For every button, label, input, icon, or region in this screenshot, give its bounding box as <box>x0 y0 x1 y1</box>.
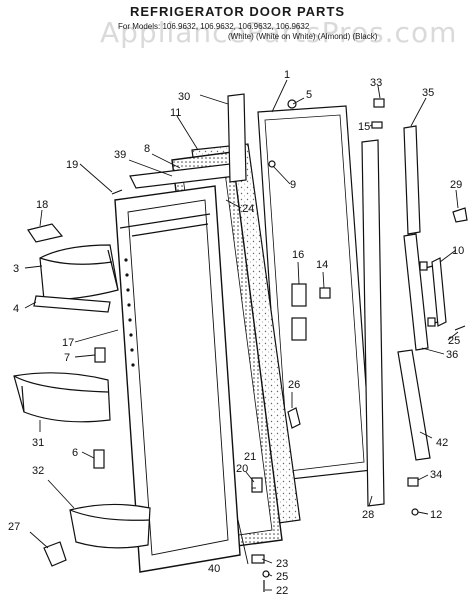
callout-4: 4 <box>13 303 19 315</box>
models-line: For Models: 106.9632, 106.9632, 106.9632… <box>118 22 310 31</box>
part-16-a <box>291 283 307 307</box>
callout-5: 5 <box>306 89 312 101</box>
door-handle <box>419 257 447 327</box>
shelf-guard-4 <box>33 295 111 313</box>
callout-26: 26 <box>288 379 300 391</box>
callout-29: 29 <box>450 179 462 191</box>
bracket-7 <box>94 347 106 363</box>
part-5 <box>287 99 297 109</box>
callout-8: 8 <box>144 143 150 155</box>
callout-31: 31 <box>32 437 44 449</box>
callout-14: 14 <box>316 259 328 271</box>
outer-door-panel <box>257 105 373 481</box>
callout-3: 3 <box>13 263 19 275</box>
callout-17: 17 <box>62 337 74 349</box>
callout-12: 12 <box>430 509 442 521</box>
leader-lines <box>24 79 459 591</box>
door-bin-31 <box>13 372 111 423</box>
part-34 <box>407 477 419 487</box>
part-21 <box>251 477 263 493</box>
part-23 <box>251 554 265 564</box>
callout-20: 20 <box>236 463 248 475</box>
screw-12 <box>411 508 419 516</box>
callout-25-bottom: 25 <box>276 571 288 583</box>
inner-door-liner <box>114 185 241 573</box>
part-26 <box>287 407 301 429</box>
trim-strip-30 <box>227 93 247 183</box>
part-29 <box>452 207 468 223</box>
callout-11: 11 <box>170 107 181 119</box>
callout-7: 7 <box>64 352 70 364</box>
callout-15: 15 <box>358 121 370 133</box>
callout-18: 18 <box>36 199 48 211</box>
callout-39: 39 <box>114 149 126 161</box>
callout-24: 24 <box>242 203 254 215</box>
diagram-title: REFRIGERATOR DOOR PARTS <box>129 4 346 19</box>
callout-42: 42 <box>436 437 448 449</box>
callout-1: 1 <box>284 69 290 81</box>
part-15 <box>371 121 383 129</box>
callout-25-handle: 25 <box>448 335 460 347</box>
callout-35: 35 <box>422 87 434 99</box>
colors-line: (White) (White on White) (Almond) (Black… <box>228 32 378 41</box>
callout-numbers: 1 3 4 5 6 7 8 9 10 11 12 14 15 16 17 18 … <box>8 69 464 597</box>
part-16-b <box>291 317 307 341</box>
bracket-6 <box>93 449 105 469</box>
screw-19 <box>111 189 123 195</box>
part-33 <box>373 98 385 108</box>
callout-36: 36 <box>446 349 458 361</box>
door-shelf-3 <box>39 244 119 301</box>
callout-28: 28 <box>362 509 374 521</box>
callout-34: 34 <box>430 469 442 481</box>
callout-33: 33 <box>370 77 382 89</box>
vertical-trim-28 <box>361 139 385 507</box>
part-14 <box>319 287 331 299</box>
callout-19: 19 <box>66 159 78 171</box>
watermark: AppliancePartsPros.com <box>100 16 458 49</box>
callout-30: 30 <box>178 91 190 103</box>
callout-6: 6 <box>72 447 78 459</box>
part-27 <box>43 541 67 567</box>
callout-21: 21 <box>244 451 256 463</box>
callout-22: 22 <box>276 585 288 597</box>
callout-23: 23 <box>276 558 288 570</box>
right-trim-42 <box>397 349 431 461</box>
door-bin-32 <box>69 503 151 549</box>
callout-9: 9 <box>290 179 296 191</box>
callout-40: 40 <box>208 563 220 575</box>
callout-32: 32 <box>32 465 44 477</box>
handle-base-36 <box>403 233 429 351</box>
callout-10: 10 <box>452 245 464 257</box>
part-9 <box>268 160 276 168</box>
screw-25-top <box>454 325 466 331</box>
callout-16: 16 <box>292 249 304 261</box>
right-trim-35 <box>403 125 421 235</box>
callout-27: 27 <box>8 521 20 533</box>
shelf-dots <box>124 258 135 367</box>
butter-cover-18 <box>27 223 64 243</box>
